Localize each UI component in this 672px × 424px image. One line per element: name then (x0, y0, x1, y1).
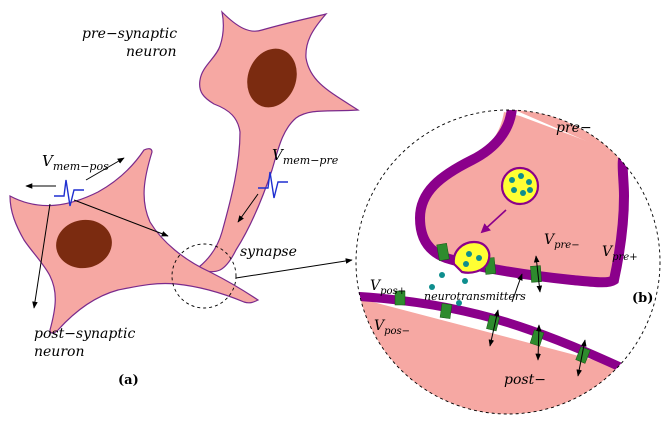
panel-b-label: (b) (632, 291, 653, 306)
panel-a-label: (a) (118, 373, 139, 388)
pre-synaptic-label-2: neuron (126, 44, 176, 60)
synapse-label: synapse (240, 244, 297, 260)
post-minus-label: post− (504, 372, 546, 388)
v-mem-pos-label: Vmem−pos (42, 152, 109, 173)
pre-minus-label: pre− (556, 120, 592, 136)
neurotransmitters-label: neurotransmitters (424, 290, 526, 303)
post-synaptic-label-1: post−synaptic (34, 326, 135, 342)
pre-synaptic-neuron (199, 12, 358, 272)
post-channel-2 (440, 303, 452, 318)
synapse-arrow (236, 260, 352, 278)
pre-synaptic-label-1: pre−synaptic (82, 26, 177, 42)
pre-channel-3 (530, 266, 541, 283)
post-synaptic-label-2: neuron (34, 344, 84, 360)
v-mem-pre-label: Vmem−pre (272, 146, 339, 167)
